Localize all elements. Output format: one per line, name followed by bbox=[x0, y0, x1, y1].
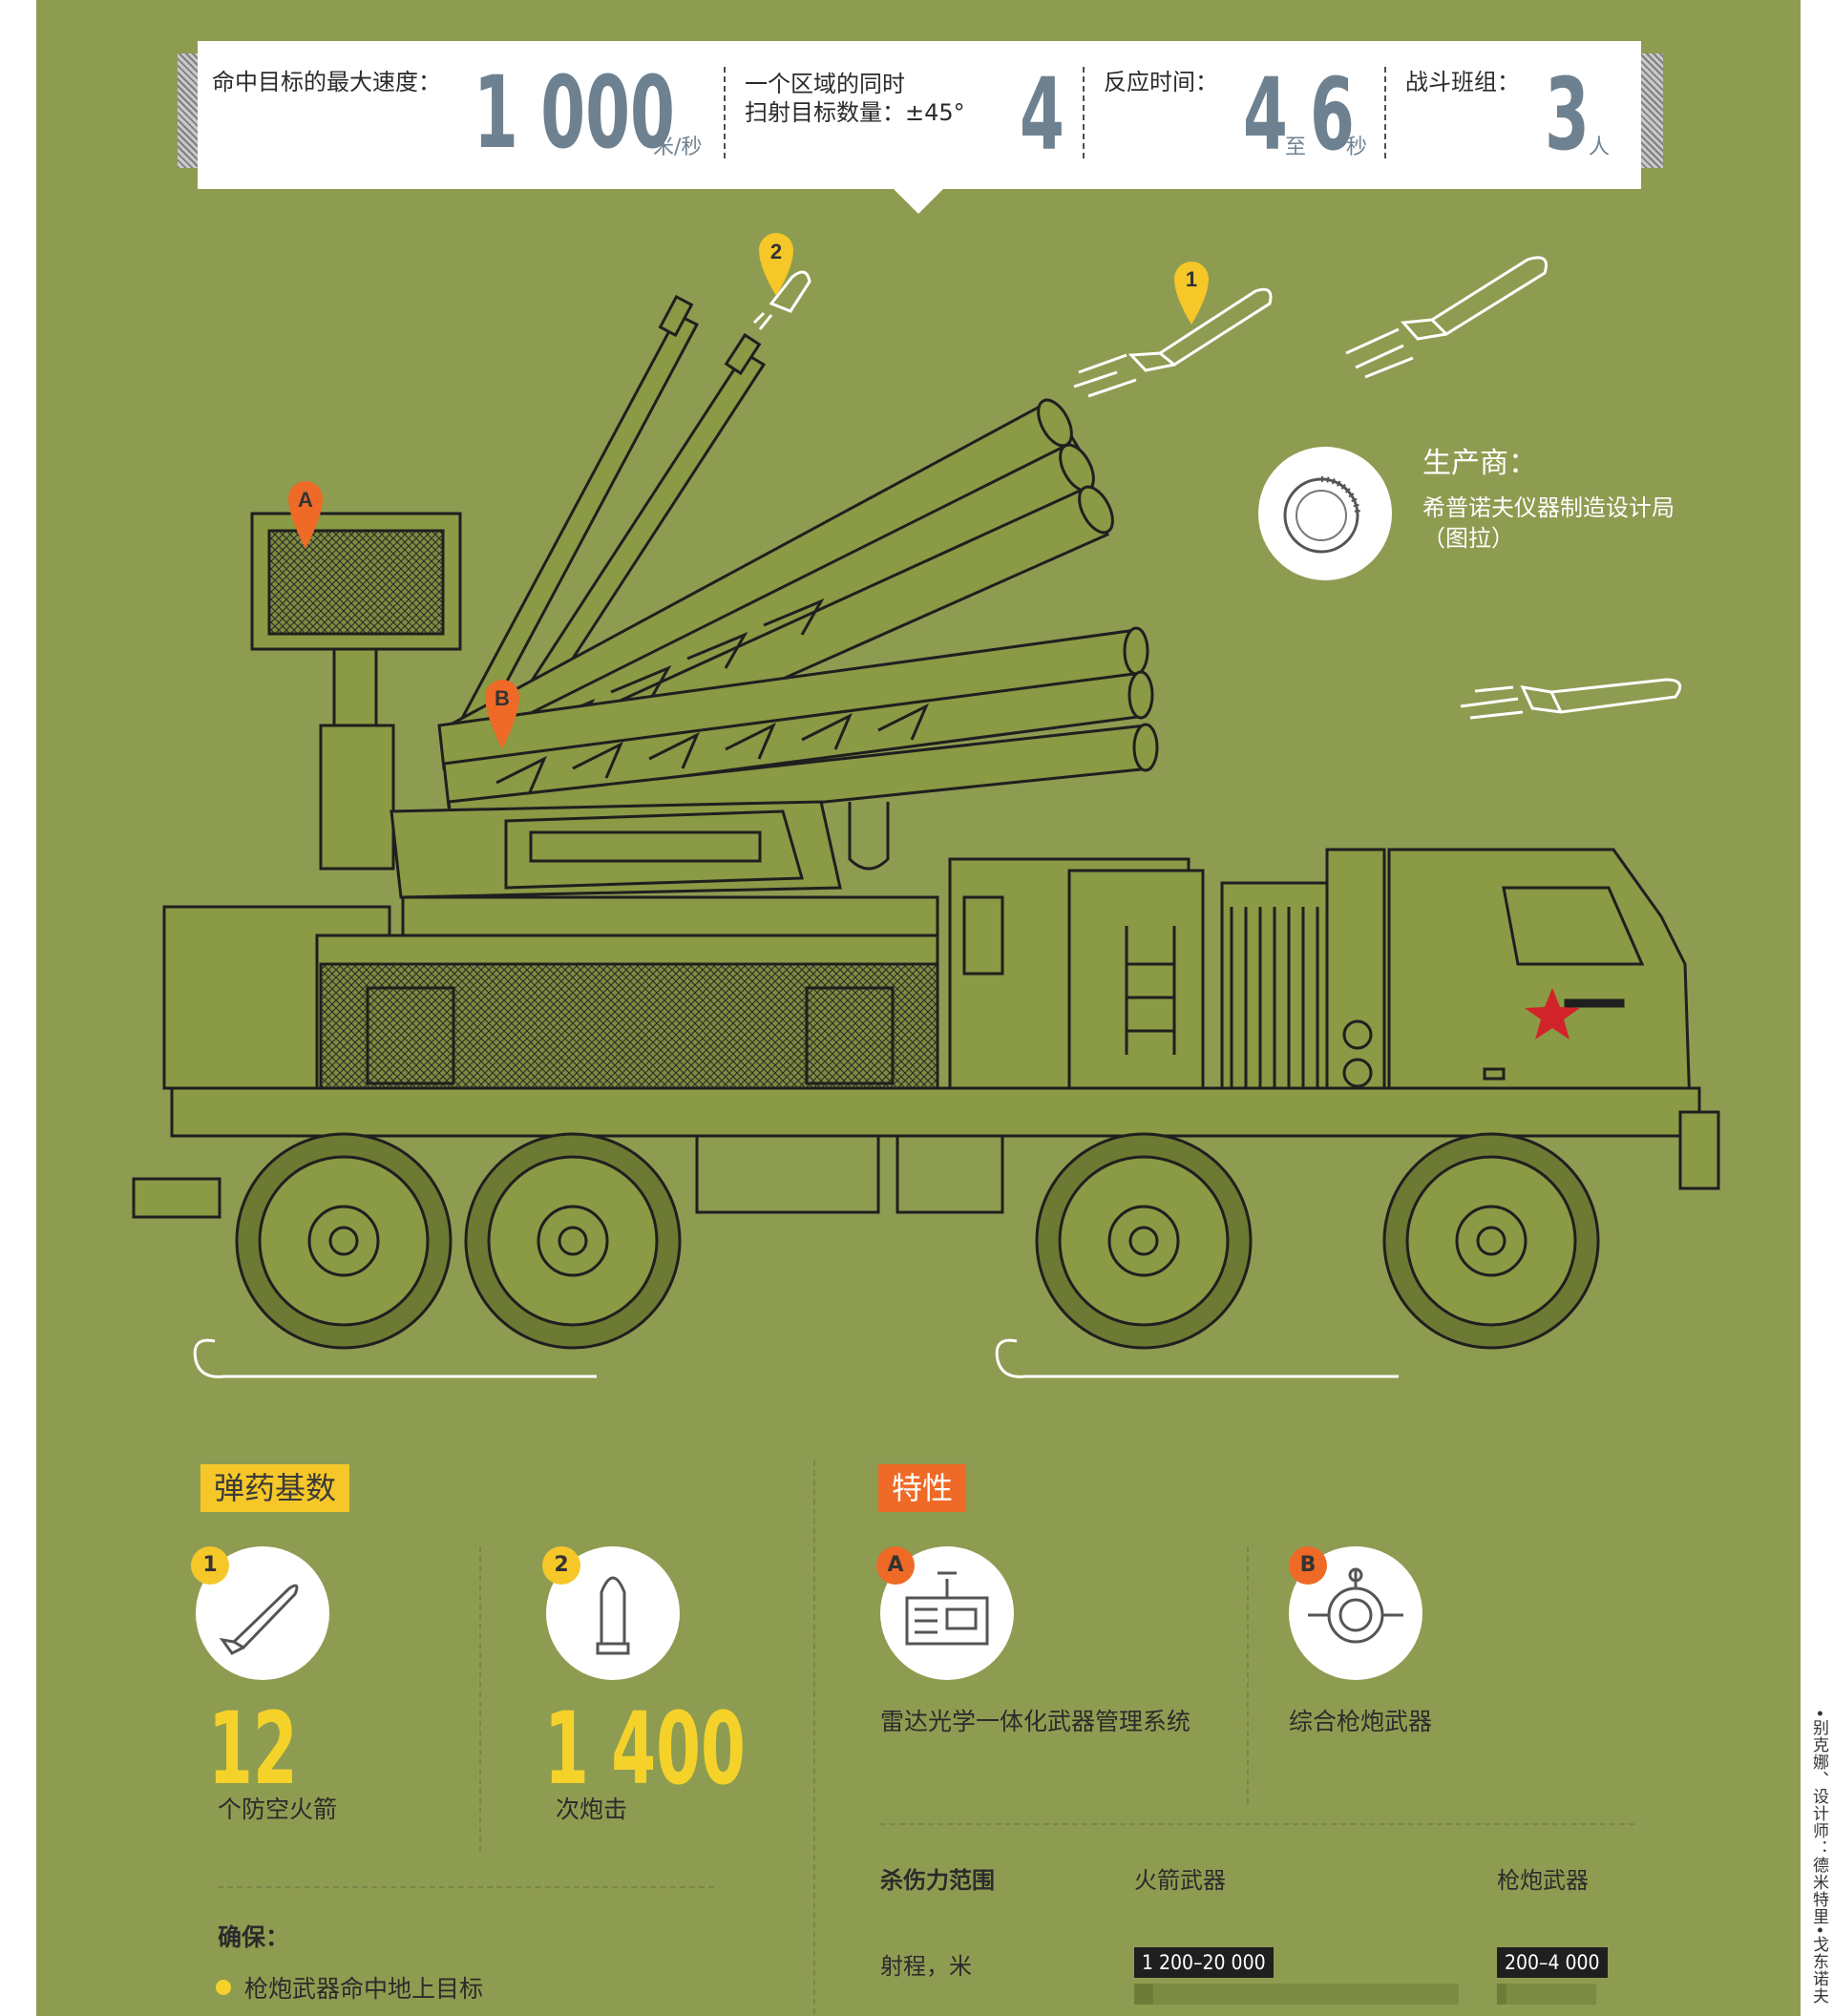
gun-turret-icon bbox=[1308, 1567, 1403, 1644]
truck-wheel bbox=[464, 1132, 682, 1350]
svg-text:2: 2 bbox=[770, 240, 782, 263]
reaction-to-word: 至 bbox=[1285, 136, 1307, 159]
radar-console-icon bbox=[905, 1571, 989, 1646]
reaction-from-value: 4 bbox=[1243, 56, 1288, 173]
targets-label-line2: 扫射目标数量：±45° bbox=[745, 99, 965, 126]
stats-box bbox=[198, 41, 1641, 189]
hatch-decoration-right bbox=[1638, 53, 1663, 168]
pantsir-vehicle-illustration: 1 2 A B bbox=[132, 233, 1720, 1378]
ammo-rockets-value: 12 bbox=[208, 1690, 298, 1807]
svg-text:A: A bbox=[298, 488, 313, 512]
reaction-label: 反应时间： bbox=[1104, 69, 1218, 95]
turret-base bbox=[390, 800, 939, 937]
ammo-badge-2: 2 bbox=[542, 1546, 580, 1585]
producer-emblem-icon bbox=[1283, 476, 1360, 554]
truck-cab bbox=[1387, 848, 1692, 1109]
bullet-dot bbox=[216, 1980, 231, 1995]
flying-shell-icon bbox=[752, 270, 811, 330]
flying-rocket-icon bbox=[1345, 256, 1548, 379]
truck-wheel bbox=[1035, 1132, 1253, 1350]
marker-b-icon: B bbox=[485, 680, 519, 749]
ammo-separator bbox=[218, 1886, 714, 1888]
gun-range-value: 200–4 000 bbox=[1497, 1947, 1608, 1978]
rocket-range-value: 1 200–20 000 bbox=[1134, 1947, 1274, 1978]
ensure-item: 枪炮武器命中地上目标 bbox=[244, 1975, 484, 2003]
features-divider bbox=[1247, 1546, 1249, 1804]
speed-value: 1 000 bbox=[474, 54, 675, 171]
red-star-icon bbox=[1525, 988, 1580, 1040]
speed-label: 命中目标的最大速度： bbox=[212, 69, 441, 95]
radar-antenna bbox=[250, 512, 462, 871]
stats-divider bbox=[1083, 67, 1085, 158]
flying-rocket-icon bbox=[1073, 287, 1273, 398]
stats-divider bbox=[1384, 67, 1386, 158]
credits-text: •别克娜、设计师：德米特里•戈东诺夫 bbox=[1809, 1709, 1828, 2006]
feature-badge-a: A bbox=[876, 1546, 915, 1585]
marker-1-icon: 1 bbox=[1174, 262, 1209, 325]
targets-value: 4 bbox=[1020, 56, 1064, 173]
marker-2-icon: 2 bbox=[759, 233, 793, 296]
feature-radar-label: 雷达光学一体化武器管理系统 bbox=[880, 1708, 1191, 1735]
truck-chassis bbox=[132, 1086, 1720, 1219]
ammo-divider bbox=[479, 1546, 481, 1852]
gun-range-bar-start bbox=[1497, 1984, 1506, 2005]
rocket-range-bar bbox=[1134, 1984, 1459, 2005]
feature-badge-b: B bbox=[1289, 1546, 1327, 1585]
svg-text:B: B bbox=[495, 686, 510, 710]
producer-logo-circle bbox=[1258, 447, 1392, 580]
margin-strip bbox=[1801, 0, 1833, 2016]
stats-box-pointer bbox=[892, 187, 945, 214]
ammo-rockets-label: 个防空火箭 bbox=[218, 1796, 338, 1823]
gun-range-bar bbox=[1497, 1984, 1596, 2005]
ammo-shells-value: 1 400 bbox=[544, 1690, 746, 1807]
producer-name-line2: （图拉） bbox=[1422, 525, 1514, 552]
flying-rocket-icon bbox=[1460, 678, 1682, 720]
section-divider bbox=[813, 1460, 815, 2014]
truck-wheel bbox=[1382, 1132, 1600, 1350]
kill-range-col-gun: 枪炮武器 bbox=[1497, 1867, 1589, 1894]
reaction-to-value: 6 bbox=[1310, 56, 1355, 173]
reaction-unit: 秒 bbox=[1346, 136, 1368, 159]
features-separator bbox=[880, 1823, 1634, 1825]
motion-swoosh-icon bbox=[193, 1338, 1399, 1378]
ensure-title: 确保： bbox=[218, 1923, 290, 1951]
features-tag: 特性 bbox=[878, 1464, 967, 1512]
ammo-tag: 弹药基数 bbox=[200, 1464, 350, 1512]
crew-value: 3 bbox=[1545, 56, 1590, 173]
stats-divider bbox=[724, 67, 726, 158]
feature-gun-label: 综合枪炮武器 bbox=[1289, 1708, 1433, 1735]
speed-unit: 米/秒 bbox=[653, 136, 703, 159]
truck-wheel bbox=[235, 1132, 453, 1350]
rocket-range-bar-start bbox=[1134, 1984, 1153, 2005]
svg-text:1: 1 bbox=[1186, 267, 1197, 291]
ammo-badge-1: 1 bbox=[191, 1546, 229, 1585]
producer-title: 生产商： bbox=[1422, 447, 1537, 480]
crew-unit: 人 bbox=[1589, 136, 1611, 159]
crew-label: 战斗班组： bbox=[1405, 69, 1520, 95]
ammo-shells-label: 次炮击 bbox=[556, 1796, 628, 1823]
producer-name-line1: 希普诺夫仪器制造设计局 bbox=[1422, 494, 1675, 521]
kill-range-title: 杀伤力范围 bbox=[880, 1867, 995, 1894]
kill-range-row-label: 射程，米 bbox=[880, 1953, 972, 1980]
rocket-icon bbox=[219, 1584, 299, 1655]
kill-range-col-rocket: 火箭武器 bbox=[1134, 1867, 1226, 1894]
marker-a-icon: A bbox=[288, 481, 323, 549]
targets-label-line1: 一个区域的同时 bbox=[745, 71, 905, 97]
shell-icon bbox=[596, 1576, 630, 1655]
